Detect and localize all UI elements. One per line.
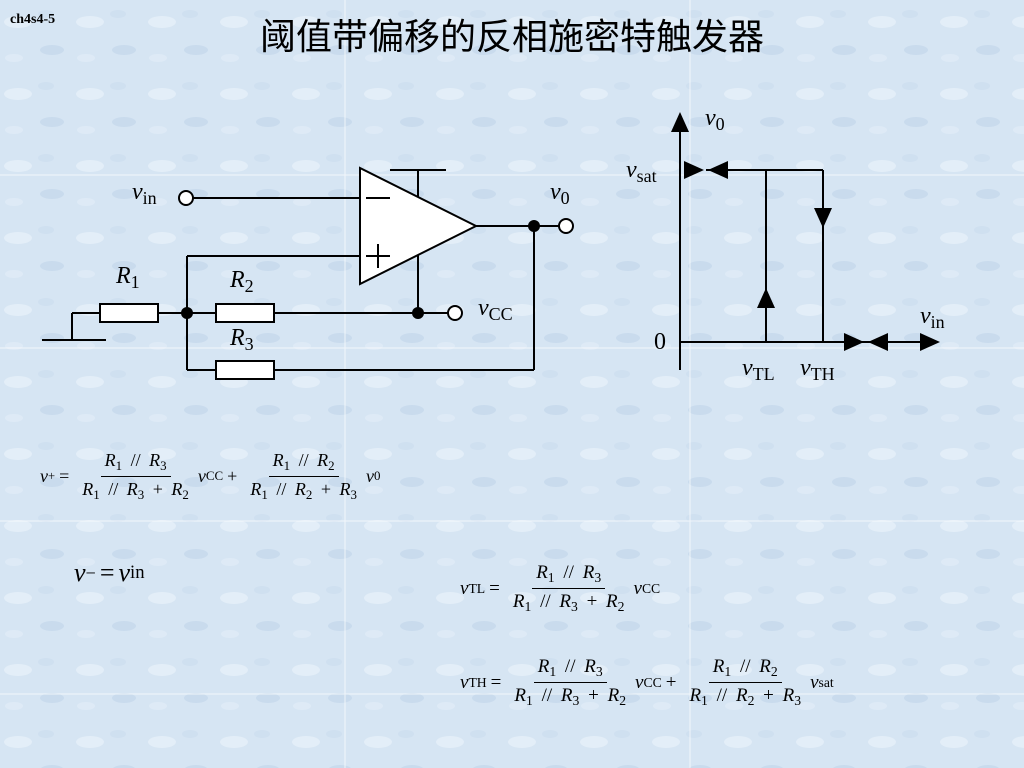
slide-title: 阈值带偏移的反相施密特触发器 xyxy=(259,17,764,58)
junction-vcc xyxy=(412,307,424,319)
label-r1: R1 xyxy=(116,263,140,292)
up-arrow xyxy=(757,288,775,308)
fraction-vtl: R1 // R3 R1 // R3 + R2 xyxy=(512,562,625,615)
resistor-r3 xyxy=(215,360,275,380)
label-vth: vTH xyxy=(800,355,835,384)
fraction-vth-2: R1 // R2 R1 // R2 + R3 xyxy=(689,656,802,709)
label-vo: v0 xyxy=(550,179,570,208)
resistor-r1 xyxy=(99,303,159,323)
slide-tag: ch4s4-5 xyxy=(10,12,56,27)
label-r3: R3 xyxy=(230,325,254,354)
fraction-vth-1: R1 // R3 R1 // R3 + R2 xyxy=(514,656,627,709)
x-axis-arrow xyxy=(920,333,940,351)
resistor-r2 xyxy=(215,303,275,323)
junction-output xyxy=(528,220,540,232)
label-graph-vo: v0 xyxy=(705,105,725,134)
vsat-arrow-left xyxy=(708,161,728,179)
label-vtl: vTL xyxy=(742,355,775,384)
label-origin: 0 xyxy=(654,329,666,355)
down-arrow xyxy=(814,208,832,228)
label-vsat: vsat xyxy=(626,157,657,186)
label-vin: vin xyxy=(132,179,157,208)
terminal-vin xyxy=(178,190,194,206)
terminal-vo xyxy=(558,218,574,234)
vsat-arrow-right xyxy=(684,161,704,179)
x-arrow-right xyxy=(844,333,864,351)
x-arrow-left xyxy=(868,333,888,351)
label-vcc: vCC xyxy=(478,295,513,324)
y-axis-arrow xyxy=(671,112,689,132)
label-r2: R2 xyxy=(230,267,254,296)
fraction-vplus-2: R1 // R2 R1 // R2 + R3 xyxy=(250,450,357,502)
fraction-vplus-1: R1 // R3 R1 // R3 + R2 xyxy=(82,450,189,502)
junction-node xyxy=(181,307,193,319)
label-graph-vin: vin xyxy=(920,303,945,332)
terminal-vcc xyxy=(447,305,463,321)
